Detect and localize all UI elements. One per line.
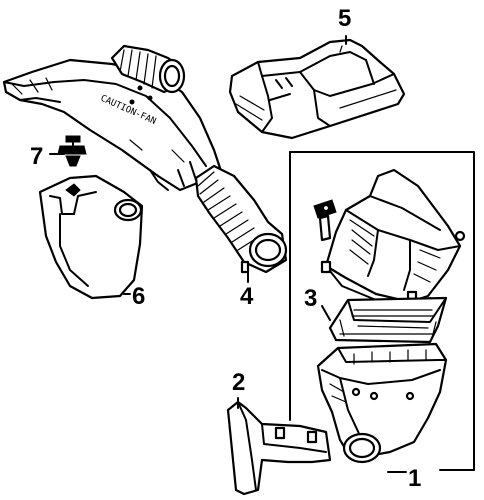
duct-upper-hose [110,44,186,94]
bracket-bolt [274,426,286,440]
callout-2: 2 [232,369,245,396]
callout-3: 3 [304,285,317,312]
filter-housing-cover [320,168,466,307]
duct-dot [147,95,153,101]
callout-7: 7 [30,143,43,170]
air-intake-duct: CAUTION-FAN [2,58,222,192]
push-pin-fastener [57,135,87,167]
housing-clip [454,230,466,242]
filter-housing-base [316,342,448,464]
air-filter-element [328,296,448,344]
callout-4: 4 [240,283,254,310]
assembly-box [289,151,475,473]
filter-bracket [38,174,144,300]
sensor-fitting [313,199,337,242]
hose-clamp [240,260,250,274]
resonator-box [228,38,406,140]
callout-1: 1 [408,465,421,492]
duct-corrugated-hose [194,164,288,274]
callout-6: 6 [132,283,145,310]
leader-lines [49,35,347,409]
callout-5: 5 [338,5,351,32]
duct-dot [129,99,135,105]
housing-clip [320,260,332,274]
bracket-bolt [306,430,318,444]
support-bracket [226,400,332,496]
duct-dot [137,85,143,91]
